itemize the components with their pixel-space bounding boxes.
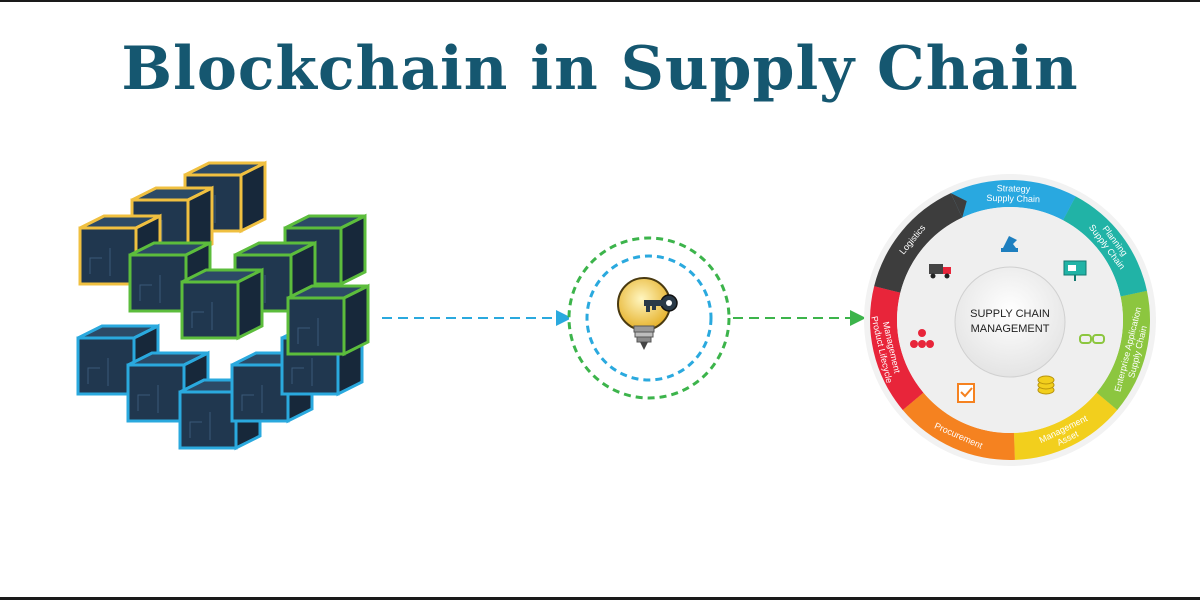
blockchain-cubes-icon (76, 160, 370, 451)
scm-center (954, 266, 1066, 378)
network-icon (910, 329, 934, 348)
knight-icon (1001, 236, 1018, 252)
page-title: Blockchain in Supply Chain (121, 34, 1079, 104)
scm-segment-label: Strategy (997, 183, 1031, 194)
truck-icon (929, 264, 951, 279)
glasses-icon (1079, 334, 1105, 344)
presentation-icon (1063, 260, 1087, 281)
scm-center-line1: SUPPLY CHAIN (970, 308, 1050, 320)
block-cube (180, 267, 264, 341)
coins-icon (1037, 375, 1055, 395)
checklist-icon (957, 383, 975, 403)
block-cube (286, 283, 370, 357)
scm-center-line2: MANAGEMENT (971, 323, 1050, 335)
scm-segment-label: Supply Chain (986, 193, 1040, 204)
lightbulb-key-icon (567, 236, 731, 400)
